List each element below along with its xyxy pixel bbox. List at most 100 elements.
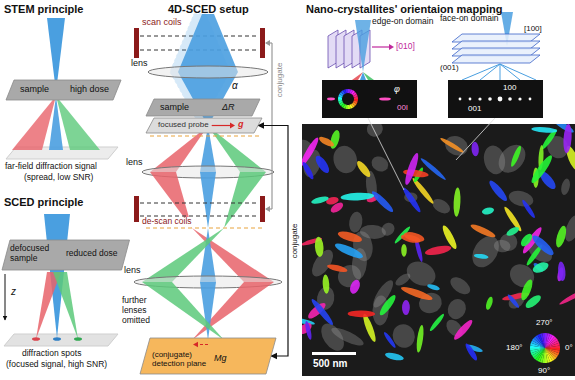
crystallite [481,206,494,215]
crystallite [370,189,395,214]
shift-label: ΔR [222,102,235,112]
crystallite [523,293,542,310]
wheel-segment [345,89,348,93]
wheel-label: 0° [564,343,574,352]
mapping-illustration [302,124,575,376]
mapping-illustration [312,352,356,355]
crystallite [509,145,523,168]
crystallite [326,263,348,274]
plane-label: (001) [440,63,459,72]
domain-label: face-on domain [440,14,499,24]
crystallite [530,233,556,258]
probe-plane: focused probeg [146,118,262,133]
crystallite [302,161,315,181]
plane-label: sample [20,84,49,94]
wheel-segment [540,333,545,348]
crystallite [310,297,336,327]
crystallite [403,152,421,186]
scale-label: 500 nm [312,358,348,370]
setup-illustration [260,196,265,222]
sced-illustration [53,337,61,341]
wheel-label: 270° [535,318,554,327]
detection-plane: (conjugate) detection planeMg [140,338,276,374]
mapping-illustration [452,55,540,63]
part-label: scan coils [142,17,182,27]
caption-text: (spread, low SNR) [24,173,93,183]
conjugate-label: conjugate [275,62,284,99]
plane-outline [146,118,262,133]
sced-illustration [4,334,118,346]
mapping-illustration [363,72,374,80]
angle-label: α [232,80,238,92]
part-label: lens [126,157,143,167]
crystallite [531,260,550,275]
setup-illustration [192,282,274,340]
setup-illustration [200,172,216,228]
plane-label: defocused sample [10,244,54,264]
mapping-illustration [480,64,500,80]
setup-illustration [150,136,262,137]
grain-blob [507,188,535,209]
panel-title: 4D-SCED setup [168,3,249,16]
crystallite [427,283,441,291]
wheel-segment [530,348,545,351]
plane-label: sample [160,102,189,112]
part-label: de-scan coils [141,217,193,227]
part-label: lens [124,265,141,275]
grain-blob [430,196,453,216]
crystallite [419,157,447,182]
mapping-illustration [368,118,404,190]
sample-plane: sample ΔR [146,99,260,116]
setup-illustration [265,40,270,46]
crystallite [340,192,374,201]
crystallite [453,187,461,217]
plane-label: focused probe [158,120,209,129]
direction-label: [100] [524,24,542,33]
crystallite [333,241,364,261]
crystallite [439,136,464,154]
wheel-segment [545,348,553,362]
grain-blob [560,178,572,196]
crystallite [464,342,479,362]
crystallite [474,253,489,260]
mapping-illustration [322,80,417,118]
crystallite [361,313,378,343]
crystallite [355,159,373,179]
crystallite [322,274,330,294]
crystallite [506,293,520,309]
stem-illustration [49,96,63,150]
reflection-label: 100 [503,83,516,92]
mapping-illustration [289,12,575,376]
mapping-illustration [518,97,521,100]
caption-text: diffraction spots [22,349,81,359]
sced-illustration [74,337,82,341]
crystallite [505,225,520,237]
wheel-segment [354,96,358,99]
mapping-illustration [459,98,462,101]
mapping-illustration [500,64,501,80]
crystallite [563,124,573,153]
sample-plane: samplehigh dose [6,80,121,100]
crystallite [428,313,445,333]
stem-illustration [12,96,56,150]
setup-illustration [224,172,266,228]
wheel-label: 180° [505,343,524,352]
wheel-segment [530,348,545,353]
grain-blob [330,143,360,176]
grain-blob [379,220,397,238]
crystallite [304,320,313,340]
crystallite [401,186,422,214]
crystallite [384,351,404,362]
wheel-segment [538,334,546,348]
conjugate-connector [258,126,288,357]
plane-outline [146,99,260,116]
sced-illustration [5,274,6,320]
plane-label: (conjugate) detection plane [152,350,214,368]
crystallite [403,230,426,244]
reflection-label: 00l [397,103,408,112]
crystallite [521,199,537,220]
sced-illustration [53,272,78,339]
connector-label: conjugate [290,222,299,259]
